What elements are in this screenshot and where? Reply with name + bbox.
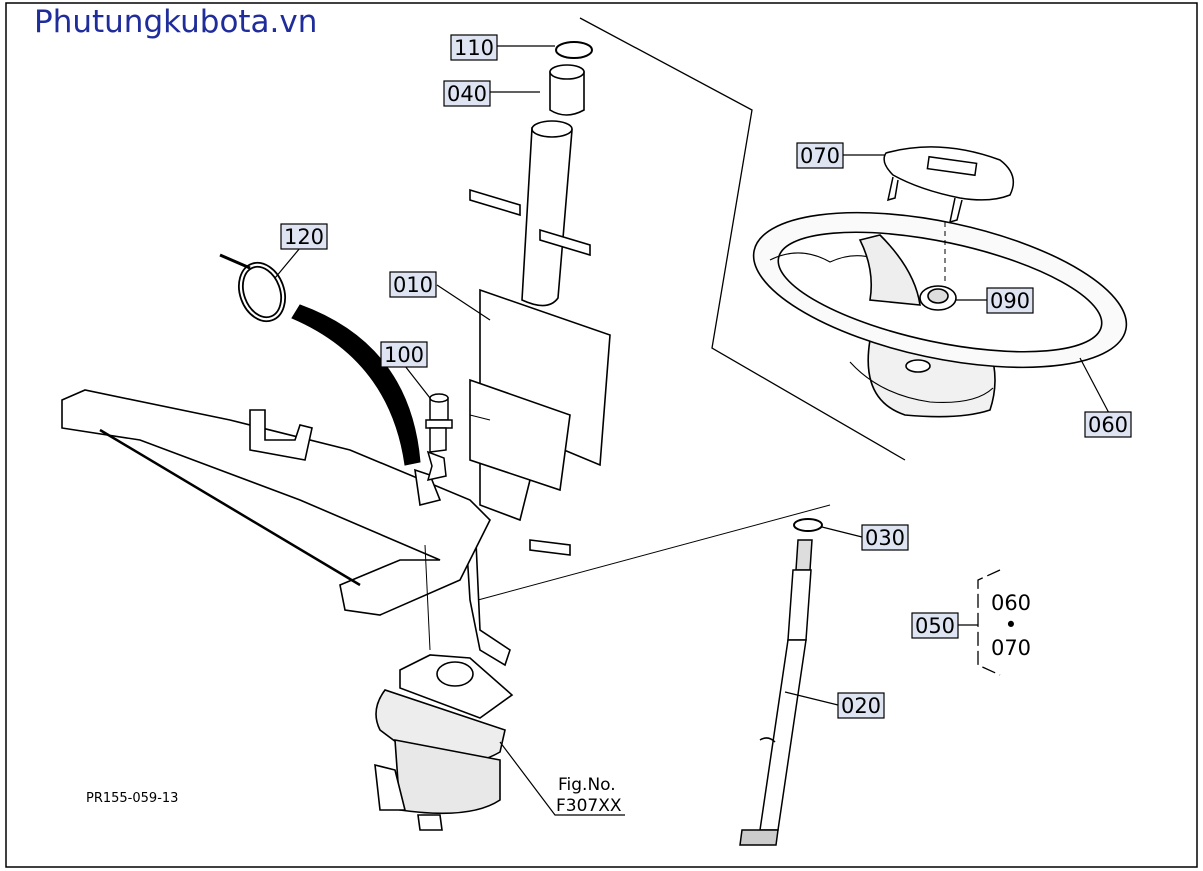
bolt-drawing	[425, 393, 453, 482]
part-label: 110	[454, 36, 494, 60]
leader-lines	[274, 45, 1111, 816]
watermark: Phutungkubota.vn	[34, 4, 318, 40]
part-label: 070	[800, 144, 840, 168]
set-bracket	[958, 569, 1001, 676]
part-050[interactable]: 050	[911, 612, 959, 639]
shaft-drawing	[739, 518, 823, 846]
steering-unit-drawing	[374, 654, 514, 831]
part-label: 030	[865, 526, 905, 550]
part-label: 100	[384, 343, 424, 367]
part-020[interactable]: 020	[837, 692, 885, 719]
part-100[interactable]: 100	[380, 341, 428, 368]
part-010[interactable]: 010	[389, 271, 437, 298]
steering-wheel-plane	[579, 17, 906, 461]
part-030[interactable]: 030	[861, 524, 909, 551]
steering-wheel-drawing	[752, 211, 1128, 418]
fig-ref-line2[interactable]: F307XX	[556, 796, 622, 816]
indicator-arrow	[291, 304, 421, 466]
part-label: 040	[447, 82, 487, 106]
part-label: 010	[393, 273, 433, 297]
bracket-frame-drawing	[61, 389, 491, 616]
steering-column-drawing	[464, 41, 611, 667]
part-090[interactable]: 090	[986, 287, 1034, 314]
part-060[interactable]: 060	[1084, 411, 1132, 438]
explosion-lines	[424, 414, 831, 651]
part-label: 090	[990, 289, 1030, 313]
band-clamp-drawing	[219, 253, 286, 323]
set-group-dot: •	[1005, 613, 1017, 637]
part-label: 050	[915, 614, 955, 638]
part-040[interactable]: 040	[443, 80, 491, 107]
part-070[interactable]: 070	[796, 142, 844, 169]
set-group-bottom: 070	[991, 636, 1031, 660]
part-label: 060	[1088, 413, 1128, 437]
fig-ref-line1[interactable]: Fig.No.	[558, 775, 616, 795]
part-110[interactable]: 110	[450, 34, 498, 61]
diagram-frame	[5, 2, 1198, 868]
drawing-code: PR155-059-13	[86, 791, 178, 806]
set-group-top: 060	[991, 591, 1031, 615]
part-120[interactable]: 120	[280, 223, 328, 250]
part-label: 020	[841, 694, 881, 718]
part-label: 120	[284, 225, 324, 249]
center-cap-drawing	[883, 146, 1015, 285]
